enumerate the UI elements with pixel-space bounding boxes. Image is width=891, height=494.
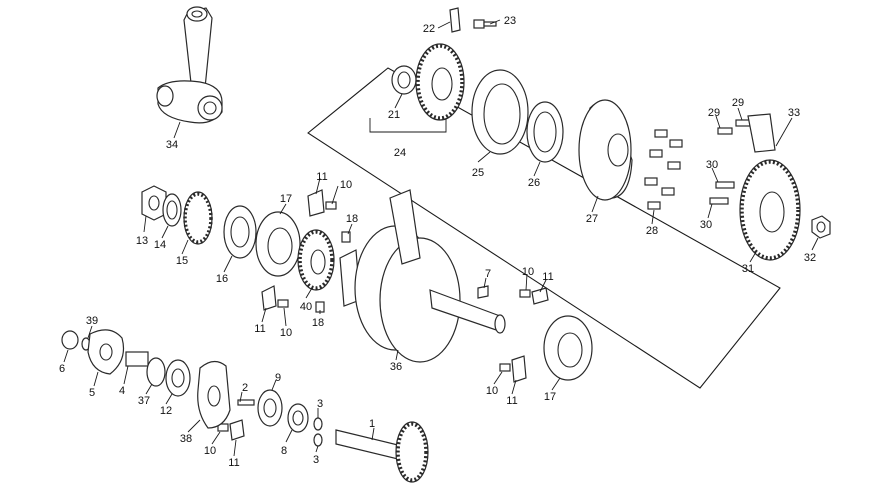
callout-label: 30: [700, 219, 712, 231]
callout-label: 6: [59, 363, 65, 375]
right-main-bearing: [543, 315, 593, 381]
callout-label: 3: [313, 454, 319, 466]
lower-shaft-stack: [197, 360, 429, 483]
callout-label: 31: [742, 263, 754, 275]
callout-label: 32: [804, 252, 816, 264]
callout-label: 18: [312, 317, 324, 329]
callout-label: 3: [317, 398, 323, 410]
callout-label: 11: [316, 171, 327, 183]
callout-label: 36: [390, 361, 402, 373]
callout-label: 25: [472, 167, 484, 179]
callout-label: 11: [228, 457, 239, 469]
callout-labels: 1 2 3 3 4 5 6 7 8 9 10 10 10 10 10 11 11…: [59, 15, 816, 469]
crankshaft: [339, 189, 506, 363]
callout-label: 39: [86, 315, 98, 327]
callout-label: 17: [280, 193, 292, 205]
starter-idler-gear: [391, 43, 465, 121]
callout-label: 16: [216, 273, 228, 285]
callout-label: 10: [522, 266, 534, 278]
callout-label: 1: [369, 418, 375, 430]
leader-lines: [63, 19, 819, 457]
callout-label: 34: [166, 139, 178, 151]
callout-label: 10: [340, 179, 352, 191]
callout-label: 21: [388, 109, 400, 121]
rotor-bolts: [644, 129, 683, 210]
callout-label: 15: [176, 255, 188, 267]
callout-label: 29: [708, 107, 720, 119]
callout-label: 29: [732, 97, 744, 109]
stator: [739, 159, 801, 261]
callout-label: 22: [423, 23, 435, 35]
callout-label: 8: [281, 445, 287, 457]
callout-label: 10: [280, 327, 292, 339]
callout-label: 11: [542, 271, 553, 283]
callout-label: 10: [486, 385, 498, 397]
callout-label: 11: [254, 323, 265, 335]
callout-label: 12: [160, 405, 172, 417]
spacer-ring: [526, 101, 564, 163]
stator-screws: [709, 113, 776, 205]
callout-label: 30: [706, 159, 718, 171]
callout-label: 2: [242, 382, 248, 394]
callout-label: 9: [275, 372, 281, 384]
water-pump-stack: [61, 329, 191, 397]
callout-label: 18: [346, 213, 358, 225]
connecting-rod: [156, 6, 223, 124]
timing-gear: [297, 229, 335, 291]
callout-label: 40: [300, 301, 312, 313]
small-fasteners: [217, 189, 549, 441]
callout-label: 37: [138, 395, 150, 407]
callout-label: 5: [89, 387, 95, 399]
callout-label: 24: [394, 147, 406, 159]
callout-label: 17: [544, 391, 556, 403]
callout-label: 13: [136, 235, 148, 247]
callout-label: 38: [180, 433, 192, 445]
callout-label: 14: [154, 239, 166, 251]
flywheel-nut: [811, 215, 831, 239]
callout-label: 28: [646, 225, 658, 237]
callout-label: 11: [506, 395, 517, 407]
callout-label: 26: [528, 177, 540, 189]
flywheel-rotor: [578, 99, 633, 201]
starter-clutch-housing: [471, 69, 529, 155]
assembly-frame: [307, 67, 781, 389]
callout-label: 33: [788, 107, 800, 119]
callout-label: 10: [204, 445, 216, 457]
callout-label: 23: [504, 15, 516, 27]
left-side-stack: [141, 185, 301, 277]
callout-label: 4: [119, 385, 125, 397]
callout-label: 27: [586, 213, 598, 225]
oil-jet-parts: [449, 7, 497, 33]
callout-label: 7: [485, 268, 491, 280]
